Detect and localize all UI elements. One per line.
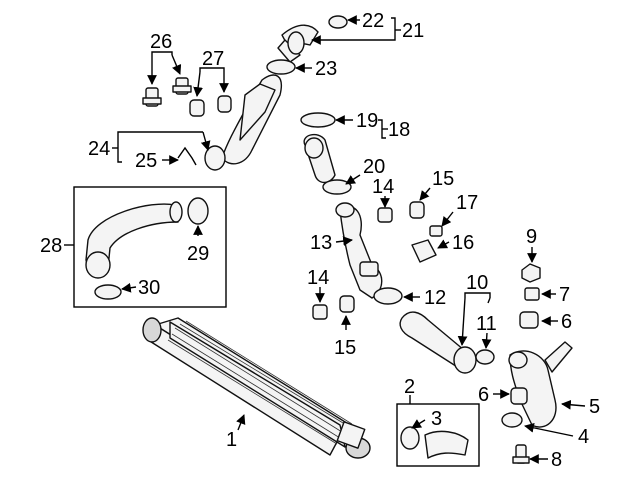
- hose-18: [300, 112, 336, 184]
- callout-26: 26: [150, 31, 172, 53]
- pipe-13: [335, 202, 383, 299]
- callout-8: 8: [551, 449, 562, 471]
- hose-10: [399, 311, 477, 374]
- callout-23: 23: [315, 58, 337, 80]
- callout-6-right: 6: [561, 311, 572, 333]
- sensors-upper: [377, 201, 443, 263]
- inset-28: [73, 186, 227, 308]
- callout-15-upper: 15: [432, 168, 454, 190]
- callout-16: 16: [452, 232, 474, 254]
- intercooler: [142, 317, 371, 459]
- callout-4: 4: [578, 426, 589, 448]
- sensors-lower: [312, 295, 355, 320]
- grommet-6b: [510, 387, 528, 405]
- callout-14-upper: 14: [372, 176, 394, 198]
- callout-28: 28: [40, 235, 62, 257]
- callout-25: 25: [135, 150, 157, 172]
- callout-15-lower: 15: [334, 337, 356, 359]
- callout-12: 12: [424, 287, 446, 309]
- leader-lines: [64, 15, 586, 464]
- clamp-12: [373, 287, 403, 305]
- callout-24: 24: [88, 138, 110, 160]
- clamp-23: [266, 59, 296, 75]
- clamp-20: [322, 179, 352, 195]
- callout-3: 3: [431, 408, 442, 430]
- bracket-25: [177, 146, 197, 166]
- callout-18: 18: [388, 119, 410, 141]
- pipe-5: [508, 341, 573, 428]
- callout-27: 27: [202, 48, 224, 70]
- bolt-8: [512, 444, 530, 464]
- callout-10: 10: [466, 272, 488, 294]
- oring-22: [328, 15, 348, 29]
- callout-7: 7: [559, 284, 570, 306]
- callout-1: 1: [226, 429, 237, 451]
- callout-17: 17: [456, 192, 478, 214]
- callout-11: 11: [476, 313, 497, 335]
- callout-19: 19: [356, 110, 378, 132]
- callout-5: 5: [589, 396, 600, 418]
- callout-14-lower: 14: [307, 267, 329, 289]
- clamp-4: [501, 412, 523, 428]
- callout-22: 22: [362, 10, 384, 32]
- callout-21: 21: [402, 20, 424, 42]
- callout-2: 2: [404, 376, 415, 398]
- callout-9: 9: [526, 226, 537, 248]
- callout-6-lower: 6: [478, 384, 489, 406]
- bolts-26: [142, 77, 192, 107]
- callout-29: 29: [187, 243, 209, 265]
- grommets-27: [189, 95, 232, 117]
- callout-numbers: 1 2 3 4 5 6 6 7 8 9 10 11 12 13 14 15 16…: [40, 10, 600, 471]
- callout-30: 30: [138, 277, 160, 299]
- upper-charge-pipe: [204, 24, 319, 171]
- small-parts-right: [519, 263, 541, 329]
- callout-13: 13: [310, 232, 332, 254]
- inset-2: [396, 403, 480, 467]
- clamp-11: [475, 349, 495, 365]
- callout-20: 20: [363, 156, 385, 178]
